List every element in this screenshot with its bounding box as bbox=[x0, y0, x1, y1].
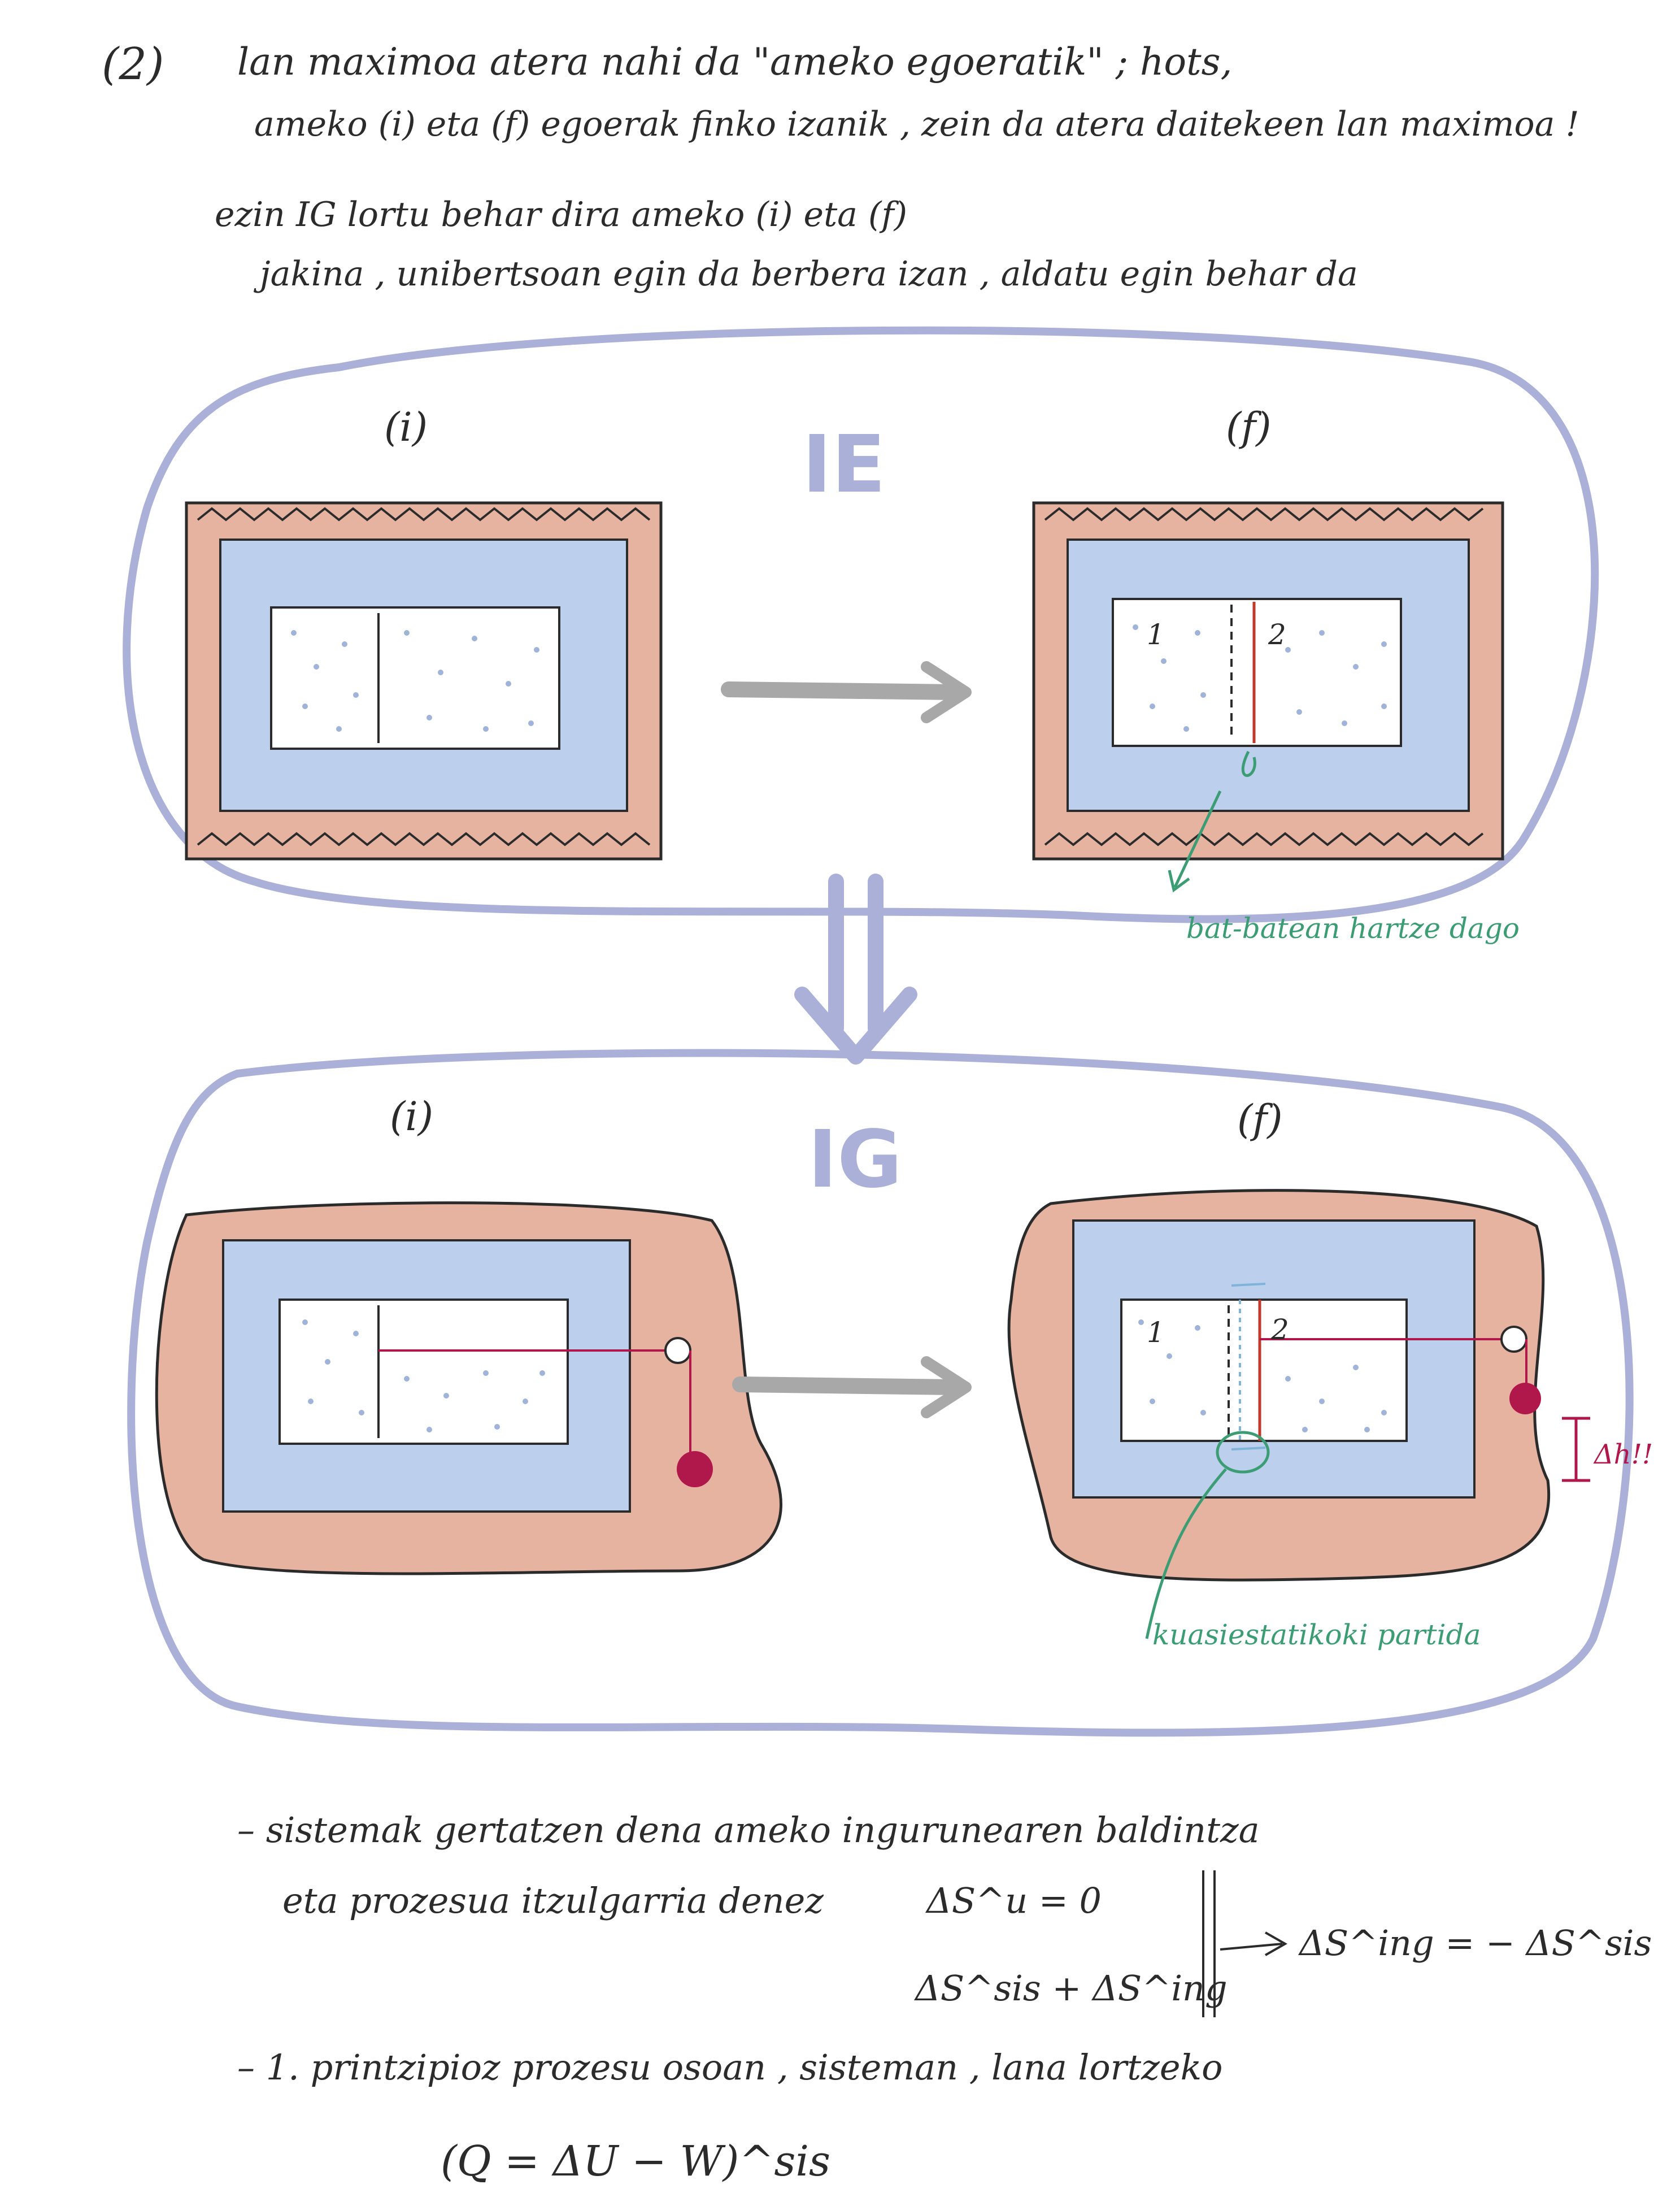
footer-notes: – sistemak gertatzen dena ameko ingurune… bbox=[237, 1809, 1652, 2186]
footer-eq-4: (Q = ΔU − W)^sis bbox=[441, 2137, 830, 2186]
ie-label: IE bbox=[802, 419, 886, 511]
ig-i-pulley bbox=[665, 1338, 690, 1363]
header-notes: (2) lan maximoa atera nahi da "ameko ego… bbox=[102, 39, 1579, 294]
footer-line-1: – sistemak gertatzen dena ameko ingurune… bbox=[237, 1809, 1260, 1851]
ig-state-f: (f) bbox=[1237, 1096, 1283, 1143]
ie-f-part-1: 1 bbox=[1147, 618, 1165, 651]
ig-delta-h-text: Δh!! bbox=[1593, 1439, 1653, 1470]
ig-final-apparatus: 1 2 bbox=[1009, 1191, 1549, 1580]
ig-annotation-text: kuasiestatikoki partida bbox=[1152, 1618, 1481, 1651]
footer-line-2: eta prozesua itzulgarria denez bbox=[282, 1880, 824, 1921]
ig-f-weight bbox=[1509, 1383, 1541, 1414]
ie-i-gas-box bbox=[271, 607, 559, 749]
ie-f-part-2: 2 bbox=[1268, 618, 1286, 651]
ie-annotation-text: bat-batean hartze dago bbox=[1186, 912, 1520, 945]
header-line-3: ezin IG lortu behar dira ameko (i) eta (… bbox=[215, 195, 907, 235]
ie-initial-apparatus bbox=[186, 503, 661, 859]
header-line-2: ameko (i) eta (f) egoerak finko izanik ,… bbox=[254, 105, 1579, 144]
ig-initial-apparatus bbox=[156, 1203, 781, 1574]
footer-eq-1: ΔS^u = 0 bbox=[925, 1880, 1102, 1921]
header-number: (2) bbox=[102, 39, 164, 90]
ig-state-i: (i) bbox=[390, 1093, 433, 1140]
header-line-1: lan maximoa atera nahi da "ameko egoerat… bbox=[237, 40, 1233, 84]
ie-state-f: (f) bbox=[1226, 404, 1272, 450]
ie-process-arrow bbox=[729, 689, 955, 692]
ig-f-pulley bbox=[1501, 1327, 1526, 1352]
ie-state-i: (i) bbox=[384, 404, 428, 450]
ig-i-gas-box bbox=[280, 1300, 568, 1444]
footer-eq-2: ΔS^sis + ΔS^ing bbox=[914, 1968, 1228, 2009]
footer-line-3: – 1. printzipioz prozesu osoan , sistema… bbox=[237, 2047, 1222, 2088]
ig-process-arrow bbox=[740, 1384, 955, 1387]
ig-i-weight bbox=[677, 1451, 713, 1487]
ig-label: IG bbox=[808, 1114, 902, 1206]
ig-f-part-1: 1 bbox=[1147, 1316, 1165, 1349]
ig-f-part-2: 2 bbox=[1270, 1313, 1289, 1346]
footer-implies-arrow bbox=[1220, 1933, 1285, 1955]
ig-delta-h: Δh!! bbox=[1562, 1418, 1653, 1480]
header-line-4: jakina , unibertsoan egin da berbera iza… bbox=[254, 254, 1358, 294]
footer-eq-3: ΔS^ing = − ΔS^sis bbox=[1298, 1922, 1652, 1964]
ie-final-apparatus: 1 2 bbox=[1034, 503, 1503, 859]
